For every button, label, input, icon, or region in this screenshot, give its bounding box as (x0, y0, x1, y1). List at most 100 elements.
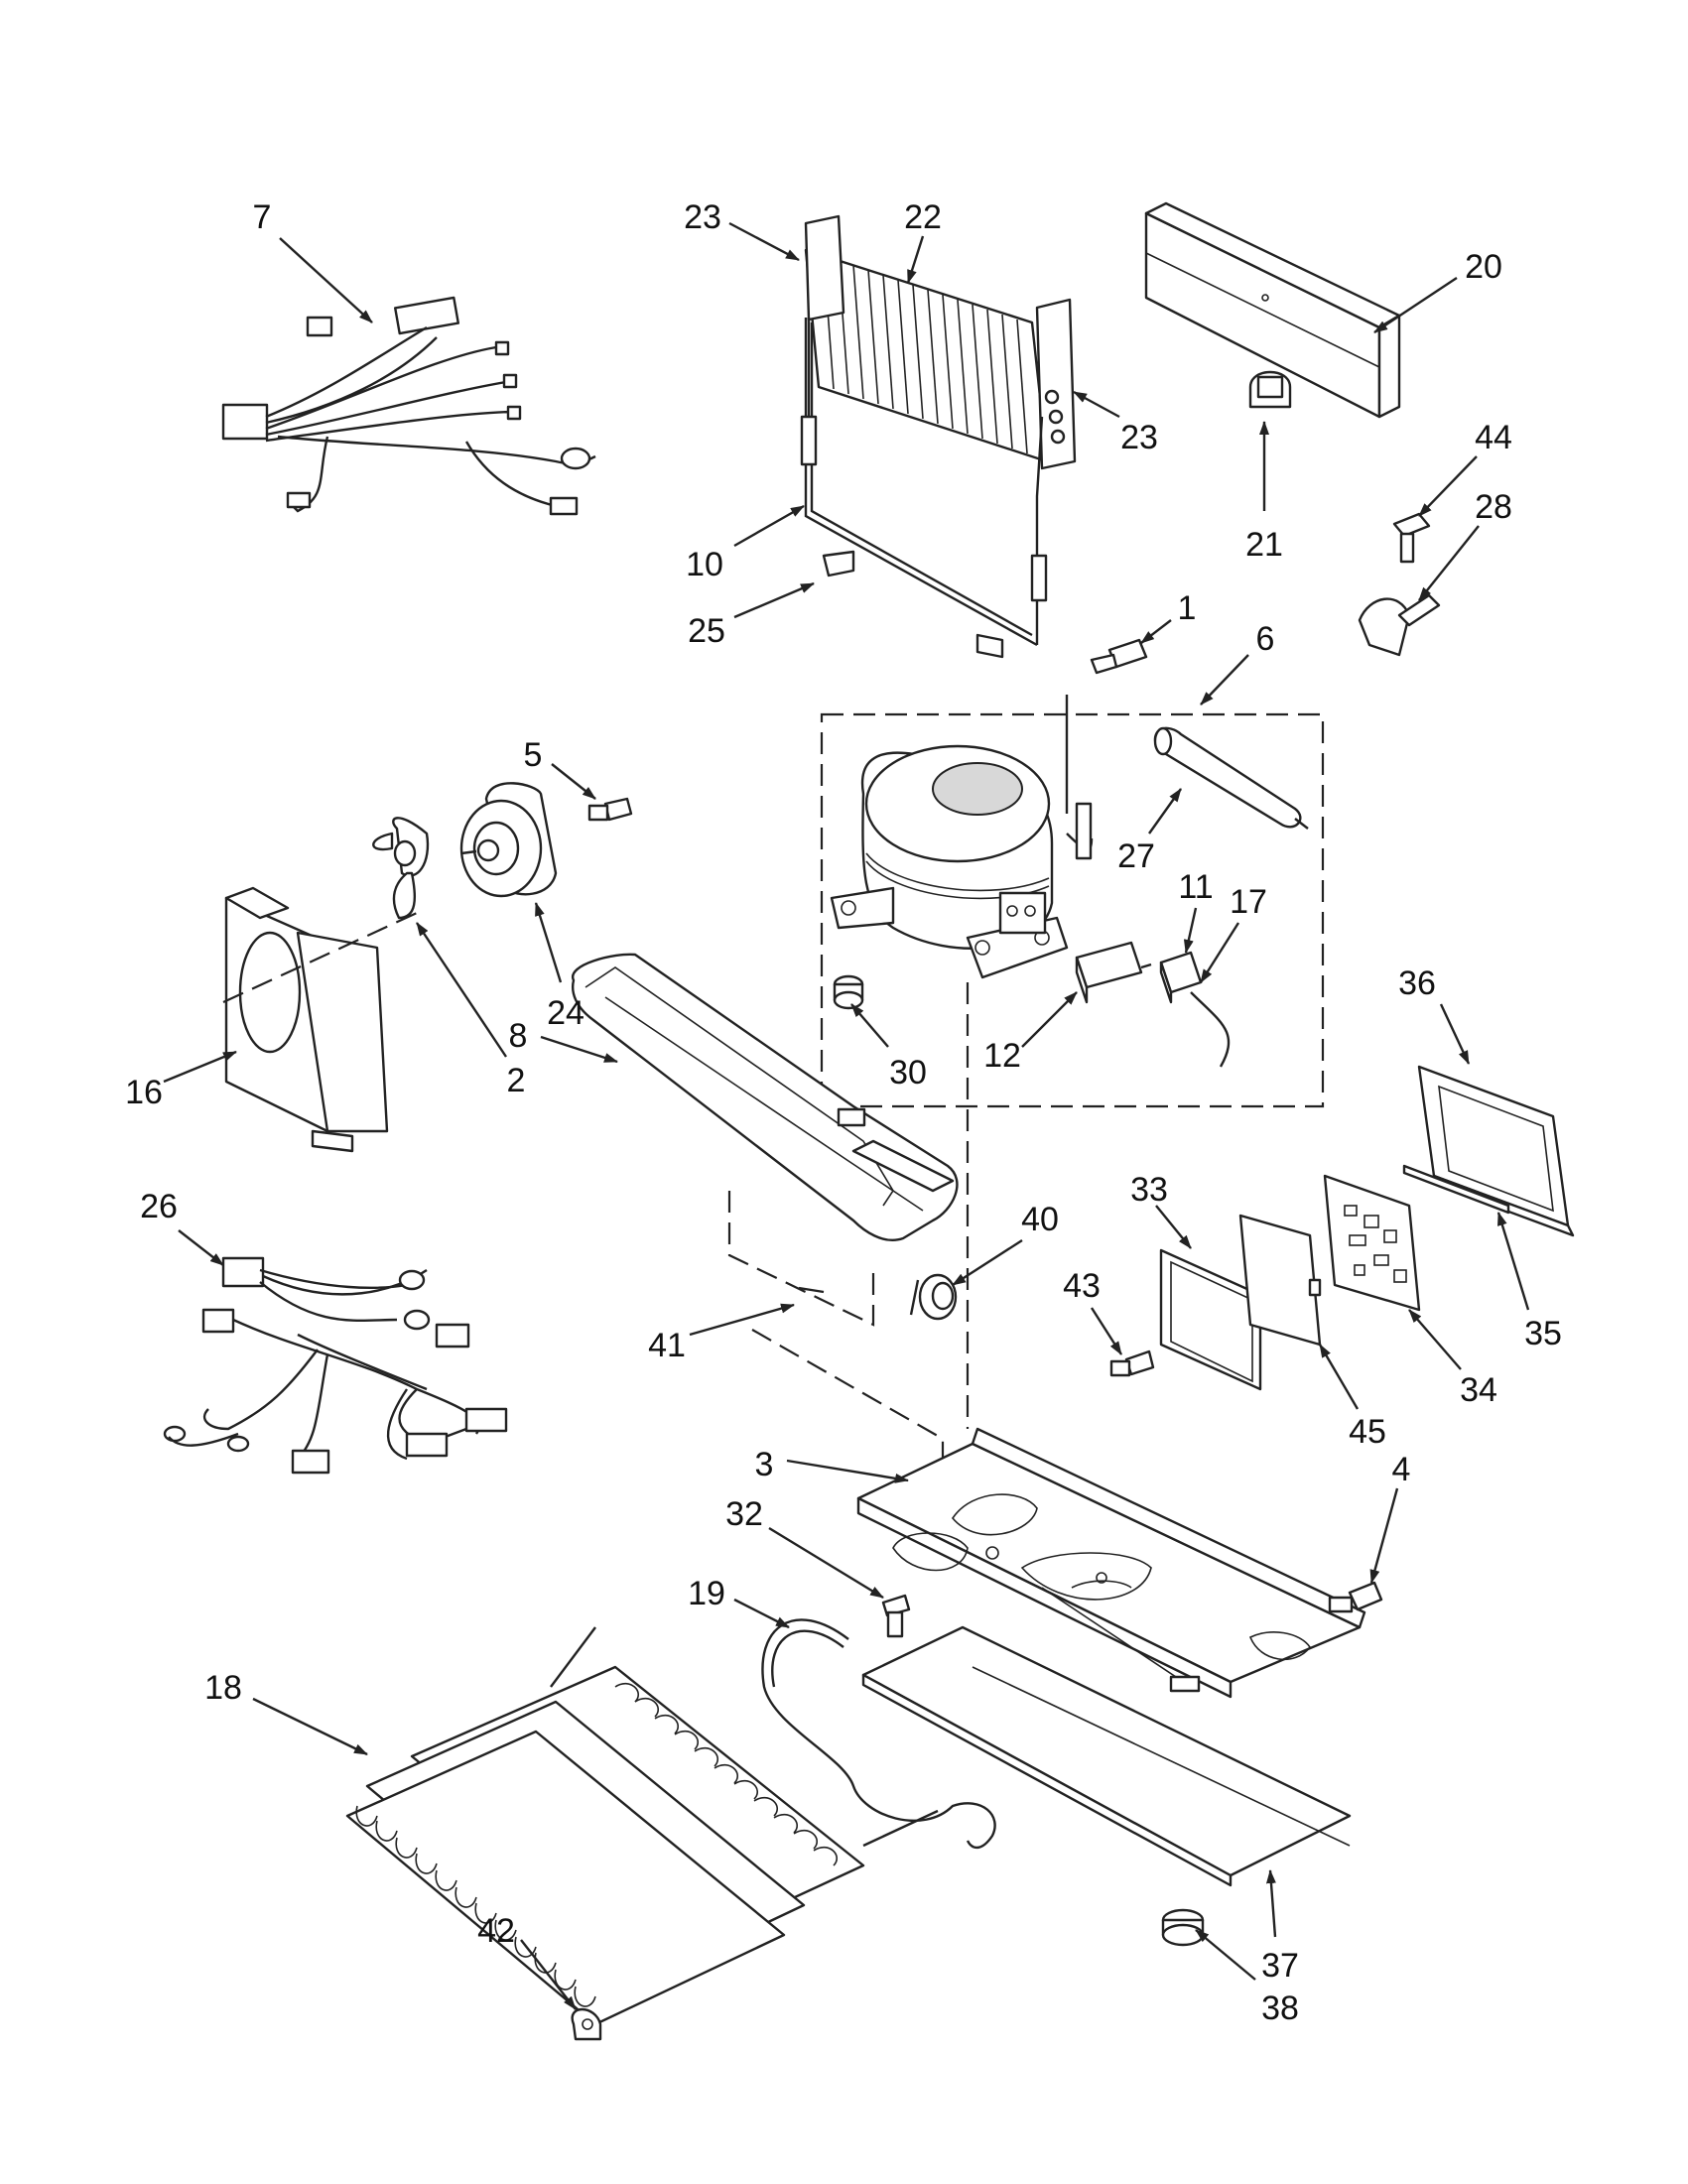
leader-line-5 (551, 763, 596, 800)
leader-line-10 (733, 504, 805, 548)
part-clip (1248, 370, 1292, 409)
part-drain-cover (861, 1625, 1352, 1887)
callout-30: 30 (889, 1054, 927, 1092)
callout-35: 35 (1524, 1315, 1562, 1352)
leader-line-1 (1140, 619, 1172, 644)
leader-line-20 (1373, 276, 1458, 334)
leader-line-23 (728, 221, 800, 262)
callout-22: 22 (904, 198, 942, 236)
leader-line-6 (1200, 654, 1249, 706)
leader-line-8 (540, 1035, 618, 1064)
callout-4: 4 (1392, 1451, 1411, 1488)
part-wire-harness-upper (221, 296, 596, 516)
callout-34: 34 (1460, 1371, 1497, 1409)
leader-line-38 (1195, 1929, 1256, 1981)
compressor-kit-box (820, 712, 1325, 1108)
callout-16: 16 (125, 1074, 163, 1111)
part-evaporator (345, 1626, 939, 2026)
leader-line-7 (279, 237, 373, 323)
callout-42: 42 (477, 1912, 515, 1950)
leader-line-44 (1418, 455, 1478, 517)
callout-41: 41 (648, 1327, 686, 1364)
callout-3: 3 (755, 1446, 774, 1483)
leader-line-3 (786, 1459, 909, 1483)
callout-19: 19 (688, 1575, 725, 1612)
part-condenser (804, 214, 1077, 470)
leader-line-24 (534, 902, 563, 983)
callout-23-b: 23 (1120, 419, 1158, 456)
part-drain-grommet (909, 1273, 958, 1321)
callout-32: 32 (725, 1495, 763, 1533)
callout-21: 21 (1245, 526, 1283, 564)
leader-line-36 (1439, 1003, 1471, 1065)
leader-line-12 (1021, 991, 1078, 1048)
callout-43: 43 (1063, 1267, 1101, 1305)
leader-line-43 (1090, 1307, 1123, 1355)
callout-5: 5 (524, 736, 543, 774)
part-condenser-frame (800, 318, 1048, 659)
callout-8: 8 (509, 1017, 528, 1055)
callout-37: 37 (1261, 1947, 1299, 1985)
leader-line-2 (416, 922, 507, 1058)
leader-line-27 (1148, 788, 1182, 835)
part-base-pan (856, 1427, 1366, 1699)
leader-line-32 (768, 1526, 884, 1600)
leader-line-4 (1369, 1487, 1399, 1584)
part-fan-shroud (222, 886, 418, 1153)
leader-line-22 (906, 235, 925, 284)
callout-6: 6 (1256, 620, 1275, 658)
callout-40: 40 (1021, 1201, 1059, 1238)
callout-24: 24 (547, 994, 584, 1032)
part-duct (1144, 201, 1401, 419)
leader-line-37 (1265, 1869, 1277, 1938)
callout-25: 25 (688, 612, 725, 650)
leader-line-26 (178, 1229, 224, 1266)
part-relay (1075, 941, 1152, 1004)
part-screw-bracket (1358, 512, 1441, 657)
part-overload-wire (1190, 991, 1231, 1068)
leader-line-19 (733, 1598, 790, 1629)
part-fan-blade (372, 817, 430, 920)
callout-7: 7 (253, 198, 272, 236)
leader-line-35 (1496, 1212, 1530, 1311)
leader-line-34 (1408, 1309, 1462, 1370)
part-evaporator-clip (571, 2007, 602, 2041)
part-access-panel (1159, 1248, 1262, 1391)
part-screw-4 (1328, 1581, 1383, 1613)
part-control-board (1323, 1174, 1421, 1312)
part-control-cover (1238, 1214, 1322, 1347)
callout-44: 44 (1475, 419, 1512, 456)
part-drain-tube (761, 1618, 996, 1850)
part-grommet (833, 974, 864, 1010)
callout-26: 26 (140, 1188, 178, 1225)
leader-line-30 (850, 1003, 889, 1048)
callout-17: 17 (1230, 883, 1267, 921)
guide-line-pan-to-base (751, 1329, 945, 1469)
leader-line-25 (733, 581, 815, 619)
callout-27: 27 (1117, 837, 1155, 875)
leader-line-23-b (1073, 390, 1120, 419)
part-drier (1153, 726, 1309, 830)
callout-38: 38 (1261, 1990, 1299, 2027)
part-screw-5 (587, 797, 633, 822)
part-compressor (830, 695, 1094, 979)
callout-36: 36 (1398, 964, 1436, 1002)
callout-12: 12 (983, 1037, 1021, 1075)
callout-28: 28 (1475, 488, 1512, 526)
leader-line-45 (1318, 1344, 1360, 1410)
callout-20: 20 (1465, 248, 1502, 286)
callout-2: 2 (507, 1062, 526, 1099)
callout-18: 18 (204, 1669, 242, 1707)
leader-line-40 (952, 1238, 1023, 1287)
leader-line-17 (1199, 922, 1240, 983)
part-control-housing (1417, 1065, 1575, 1237)
callout-10: 10 (686, 546, 723, 583)
leader-lines (163, 221, 1530, 2010)
part-drain-pan (572, 953, 959, 1327)
leader-line-11 (1183, 907, 1198, 954)
part-screw-43 (1109, 1349, 1155, 1377)
callout-33: 33 (1130, 1171, 1168, 1209)
callout-1: 1 (1178, 589, 1197, 627)
